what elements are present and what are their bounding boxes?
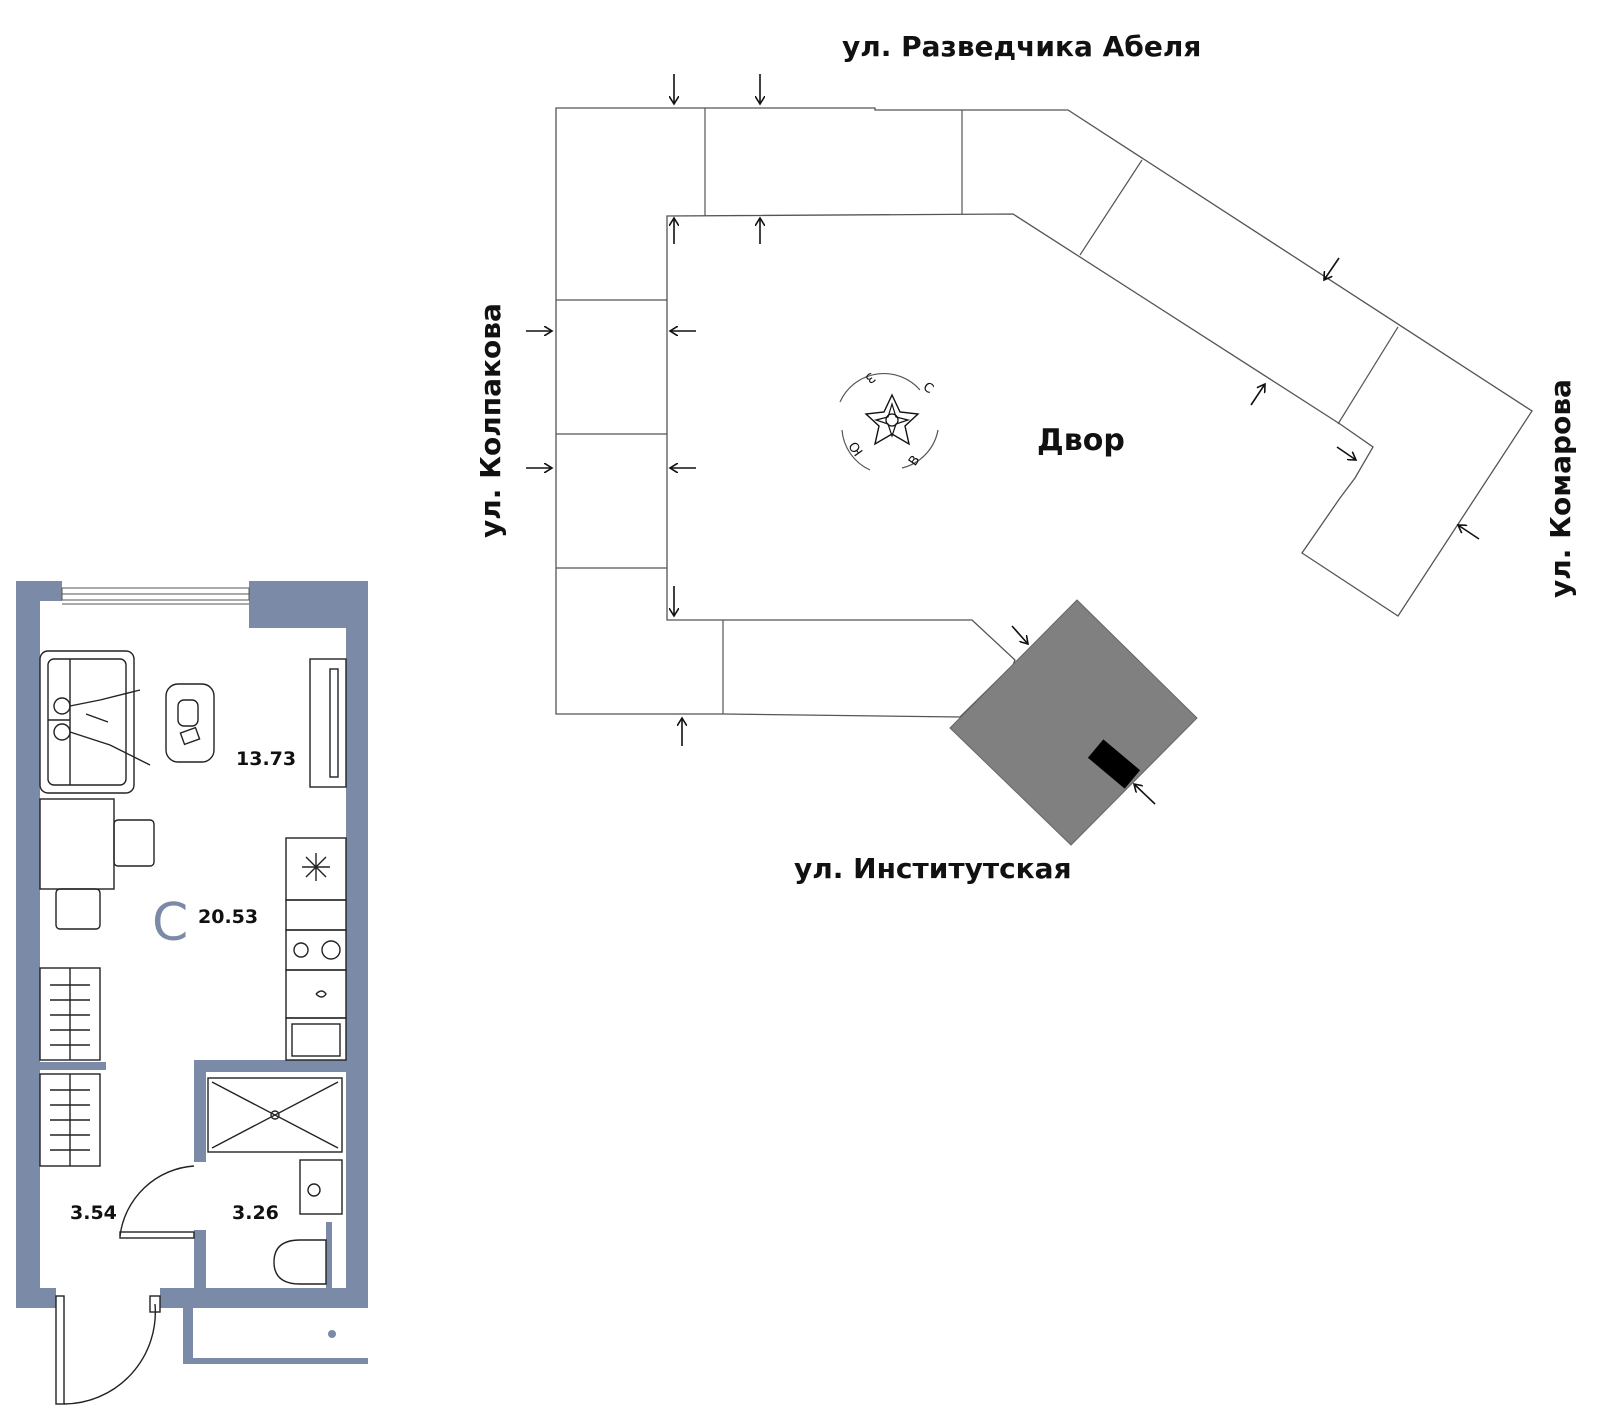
compass-star-icon (864, 393, 920, 446)
yard-label: Двор (1037, 423, 1125, 458)
wardrobe (39, 967, 101, 1167)
balcony-marker (328, 1330, 336, 1338)
street-north: ул. Разведчика Абеля (842, 30, 1201, 63)
kitchen (285, 837, 347, 1061)
site-plan: С В Ю З Двор ул. Разведчика Абеля ул. Ин… (474, 30, 1577, 885)
entrance-arrows (526, 74, 1480, 805)
toilet (273, 1239, 327, 1285)
compass-north: С (920, 380, 936, 397)
dining-table (39, 798, 155, 930)
total-area: 20.53 (198, 906, 258, 928)
sink (299, 1159, 343, 1215)
bathtub (207, 1077, 343, 1153)
apartment-plan: С 20.53 13.73 3.54 3.26 (16, 581, 368, 1405)
coffee-table (165, 683, 215, 763)
building-outline (555, 107, 1533, 718)
snowflake-icon (302, 853, 330, 881)
doors (55, 1165, 195, 1405)
living-room-area: 13.73 (236, 748, 296, 770)
bathroom-area: 3.26 (232, 1202, 279, 1224)
street-south: ул. Институтская (794, 852, 1072, 885)
entrance-block (1087, 739, 1141, 789)
compass-rose: С В Ю З (839, 369, 939, 471)
hallway-area: 3.54 (70, 1202, 117, 1224)
apartment-type: С (152, 893, 188, 953)
sofa (39, 650, 151, 794)
street-east: ул. Комарова (1544, 379, 1577, 598)
street-west: ул. Колпакова (474, 303, 507, 538)
compass-south: Ю (846, 438, 866, 458)
window (61, 587, 250, 605)
highlighted-section (949, 599, 1198, 846)
section-dividers (556, 108, 1399, 714)
tv-unit (309, 658, 347, 788)
walls (16, 581, 368, 1364)
